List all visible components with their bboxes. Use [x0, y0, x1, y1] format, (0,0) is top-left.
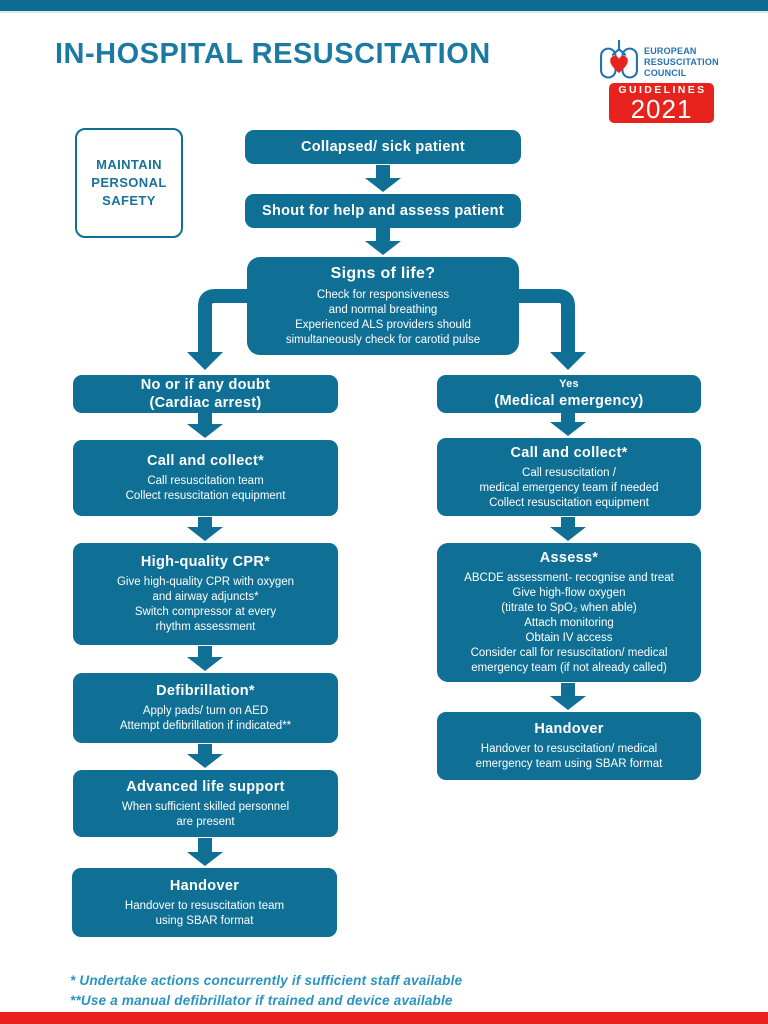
org-name: EUROPEAN RESUSCITATION COUNCIL: [644, 45, 719, 79]
node-signs-of-life: Signs of life? Check for responsiveness …: [247, 257, 519, 355]
node-title-yes: Yes: [559, 378, 579, 391]
arrow-lhead-to-lcall: [187, 413, 223, 438]
node-left-handover: Handover Handover to resuscitation team …: [72, 868, 337, 937]
node-body: ABCDE assessment- recognise and treat Gi…: [464, 572, 674, 674]
node-title: Defibrillation*: [156, 683, 255, 699]
node-title: Assess*: [539, 550, 599, 567]
branch-left-elbow: [198, 289, 252, 353]
node-body: Check for responsiveness and normal brea…: [285, 289, 481, 346]
arrow-collapsed-to-shout: [365, 165, 401, 192]
node-advanced-life-support: Advanced life support When sufficient sk…: [73, 770, 338, 837]
node-body: Call resuscitation / medical emergency t…: [479, 466, 659, 509]
node-assess: Assess* ABCDE assessment- recognise and …: [437, 543, 701, 682]
node-shout-for-help: Shout for help and assess patient: [245, 194, 521, 228]
branch-right-elbow: [514, 289, 575, 353]
node-title: No or if any doubt (Cardiac arrest): [140, 376, 271, 411]
node-high-quality-cpr: High-quality CPR* Give high-quality CPR …: [73, 543, 338, 645]
node-left-call-and-collect: Call and collect* Call resuscitation tea…: [73, 440, 338, 516]
node-body: Call resuscitation team Collect resuscit…: [125, 475, 286, 503]
node-body: Give high-quality CPR with oxygen and ai…: [116, 576, 295, 633]
node-right-call-and-collect: Call and collect* Call resuscitation / m…: [437, 438, 701, 516]
node-body: When sufficient skilled personnel are pr…: [121, 800, 290, 828]
footnote-line: * Undertake actions concurrently if suff…: [70, 973, 463, 988]
branch-right-arrowhead: [550, 352, 586, 370]
node-title: Handover: [534, 721, 604, 737]
arrow-als-to-lhandover: [187, 838, 223, 866]
node-no-cardiac-arrest-header: No or if any doubt (Cardiac arrest): [73, 375, 338, 413]
node-title-sub: (Medical emergency): [494, 392, 644, 409]
arrow-rcall-to-assess: [550, 517, 586, 541]
top-accent-bar: [0, 0, 768, 11]
arrow-assess-to-rhandover: [550, 683, 586, 710]
maintain-personal-safety-label: MAINTAIN PERSONAL SAFETY: [91, 156, 167, 209]
node-body: Apply pads/ turn on AED Attempt defibril…: [119, 705, 292, 733]
node-title: Advanced life support: [126, 778, 285, 795]
node-body: Handover to resuscitation/ medical emerg…: [475, 743, 663, 771]
arrow-shout-to-signs: [365, 228, 401, 255]
guidelines-banner-label: GUIDELINES: [618, 84, 707, 96]
branch-left-arrowhead: [187, 352, 223, 370]
lungs-heart-icon: [598, 38, 640, 87]
node-title: Handover: [169, 877, 240, 894]
node-title: High-quality CPR*: [140, 554, 271, 571]
node-title: Call and collect*: [510, 444, 628, 461]
arrow-rhead-to-rcall: [550, 413, 586, 436]
arrow-lcall-to-cpr: [187, 517, 223, 541]
footnote-line: **Use a manual defibrillator if trained …: [70, 992, 453, 1008]
erc-logo: EUROPEAN RESUSCITATION COUNCIL: [598, 38, 719, 87]
node-title: Call and collect*: [146, 453, 265, 469]
node-body: Handover to resuscitation team using SBA…: [124, 899, 285, 927]
maintain-personal-safety-box: MAINTAIN PERSONAL SAFETY: [75, 128, 183, 238]
node-collapsed-sick-patient: Collapsed/ sick patient: [245, 130, 521, 164]
arrow-cpr-to-defib: [187, 646, 223, 671]
node-title: Collapsed/ sick patient: [300, 138, 466, 155]
guidelines-banner: GUIDELINES 2021: [609, 83, 714, 123]
node-right-handover: Handover Handover to resuscitation/ medi…: [437, 712, 701, 780]
node-yes-medical-emergency-header: Yes (Medical emergency): [437, 375, 701, 413]
arrow-defib-to-als: [187, 744, 223, 768]
node-defibrillation: Defibrillation* Apply pads/ turn on AED …: [73, 673, 338, 743]
page-title: IN-HOSPITAL RESUSCITATION: [55, 38, 491, 70]
node-title: Shout for help and assess patient: [262, 202, 504, 219]
guidelines-banner-year: 2021: [630, 94, 693, 124]
bottom-accent-bar: [0, 1012, 768, 1024]
footnotes: * Undertake actions concurrently if suff…: [70, 971, 462, 1010]
node-title: Signs of life?: [330, 265, 436, 283]
top-accent-edge: [0, 11, 768, 13]
